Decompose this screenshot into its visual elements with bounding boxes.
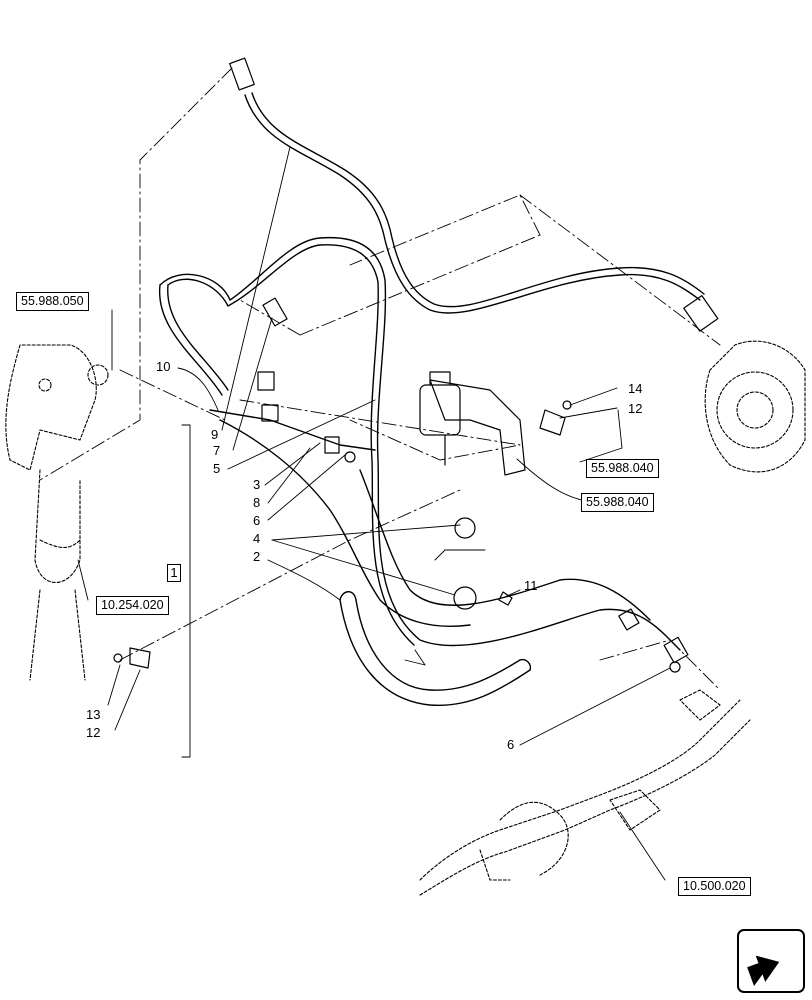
ref-label: 55.988.040 [591, 461, 654, 475]
callout-14: 14 [628, 381, 643, 396]
phantom-lines [39, 67, 721, 691]
left-component [5, 344, 109, 681]
callout-6-top: 6 [253, 513, 261, 528]
ref-label: 55.988.050 [21, 294, 84, 308]
navigate-arrow-icon[interactable] [737, 929, 805, 993]
ref-label: 10.254.020 [101, 598, 164, 612]
callout-13: 13 [86, 707, 101, 722]
leader-lines [77, 146, 671, 881]
ref-label: 55.988.040 [586, 495, 649, 509]
callout-6-bottom: 6 [507, 737, 515, 752]
callout-11: 11 [524, 578, 538, 593]
right-component [704, 340, 806, 473]
ref-label: 10.500.020 [683, 879, 746, 893]
callout-7: 7 [213, 443, 221, 458]
group-label-text: 1 [170, 565, 178, 580]
callout-2: 2 [253, 549, 261, 564]
callout-5: 5 [213, 461, 221, 476]
group-label: 1 [167, 564, 181, 582]
callout-12-left: 12 [86, 725, 101, 740]
ref-box-right[interactable]: 55.988.040 [586, 459, 659, 478]
ref-box-left-bottom[interactable]: 10.254.020 [96, 596, 169, 615]
callout-9: 9 [211, 427, 219, 442]
callout-4: 4 [253, 531, 261, 546]
connectors [113, 57, 719, 673]
callout-10: 10 [156, 359, 171, 374]
callout-3: 3 [253, 477, 261, 492]
bottom-harness [419, 689, 751, 896]
ref-box-top-left[interactable]: 55.988.050 [16, 292, 89, 311]
ref-box-bracket[interactable]: 55.988.040 [581, 493, 654, 512]
valve-bracket [419, 371, 526, 476]
callout-12-right: 12 [628, 401, 643, 416]
ref-box-bottom-right[interactable]: 10.500.020 [678, 877, 751, 896]
callout-8: 8 [253, 495, 261, 510]
protective-tube [339, 591, 532, 707]
